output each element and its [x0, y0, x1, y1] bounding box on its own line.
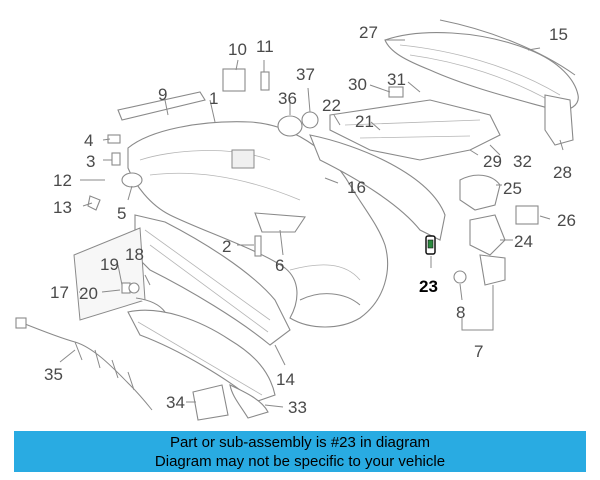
callout-22: 22 — [322, 96, 341, 115]
callout-18: 18 — [125, 245, 144, 264]
bumper-cover — [127, 121, 389, 328]
callout-20: 20 — [79, 284, 98, 303]
callout-37: 37 — [296, 65, 315, 84]
callout-30: 30 — [348, 75, 367, 94]
callout-36: 36 — [278, 89, 297, 108]
callout-24: 24 — [514, 232, 533, 251]
leader-lines — [59, 39, 564, 408]
callout-6: 6 — [275, 256, 284, 275]
wiring-harness — [15, 317, 153, 411]
banner-part-line: Part or sub-assembly is #23 in diagram — [169, 434, 431, 451]
callout-14: 14 — [276, 370, 295, 389]
callout-19: 19 — [100, 255, 119, 274]
callout-25: 25 — [503, 179, 522, 198]
callout-1: 1 — [209, 89, 218, 108]
callout-12: 12 — [53, 171, 72, 190]
callout-11: 11 — [256, 37, 274, 56]
callout-13: 13 — [53, 198, 72, 217]
callout-23: 23 — [419, 277, 438, 296]
callout-32: 32 — [513, 152, 532, 171]
bumper-reinforcement — [73, 214, 291, 346]
callout-34: 34 — [166, 393, 185, 412]
callout-4: 4 — [84, 131, 93, 150]
lower-trim — [127, 309, 276, 403]
callout-21: 21 — [355, 112, 374, 131]
parts-diagram: 1 2 3 4 5 6 7 8 9 10 11 12 13 14 15 16 1… — [15, 19, 579, 421]
callout-7: 7 — [474, 342, 483, 361]
banner-disclaimer-line: Diagram may not be specific to your vehi… — [154, 453, 446, 470]
bracket-assembly — [309, 99, 501, 241]
callout-26: 26 — [557, 211, 576, 230]
callout-10: 10 — [228, 40, 247, 59]
callout-27: 27 — [359, 23, 378, 42]
callout-28: 28 — [553, 163, 572, 182]
callout-16: 16 — [347, 178, 366, 197]
callout-33: 33 — [288, 398, 307, 417]
callout-9: 9 — [158, 85, 167, 104]
callout-labels: 1 2 3 4 5 6 7 8 9 10 11 12 13 14 15 16 1… — [44, 23, 576, 417]
callout-17: 17 — [50, 283, 69, 302]
diffuser — [384, 19, 579, 111]
callout-3: 3 — [86, 152, 95, 171]
callout-15: 15 — [549, 25, 568, 44]
callout-35: 35 — [44, 365, 63, 384]
info-banner: Part or sub-assembly is #23 in diagram D… — [14, 431, 586, 472]
side-brackets — [459, 94, 574, 286]
callout-5: 5 — [117, 204, 126, 223]
part-23-sensor-bracket — [425, 235, 436, 255]
callout-2: 2 — [222, 237, 231, 256]
callout-29: 29 — [483, 152, 502, 171]
callout-31: 31 — [387, 70, 406, 89]
small-parts — [87, 68, 467, 421]
callout-8: 8 — [456, 303, 465, 322]
